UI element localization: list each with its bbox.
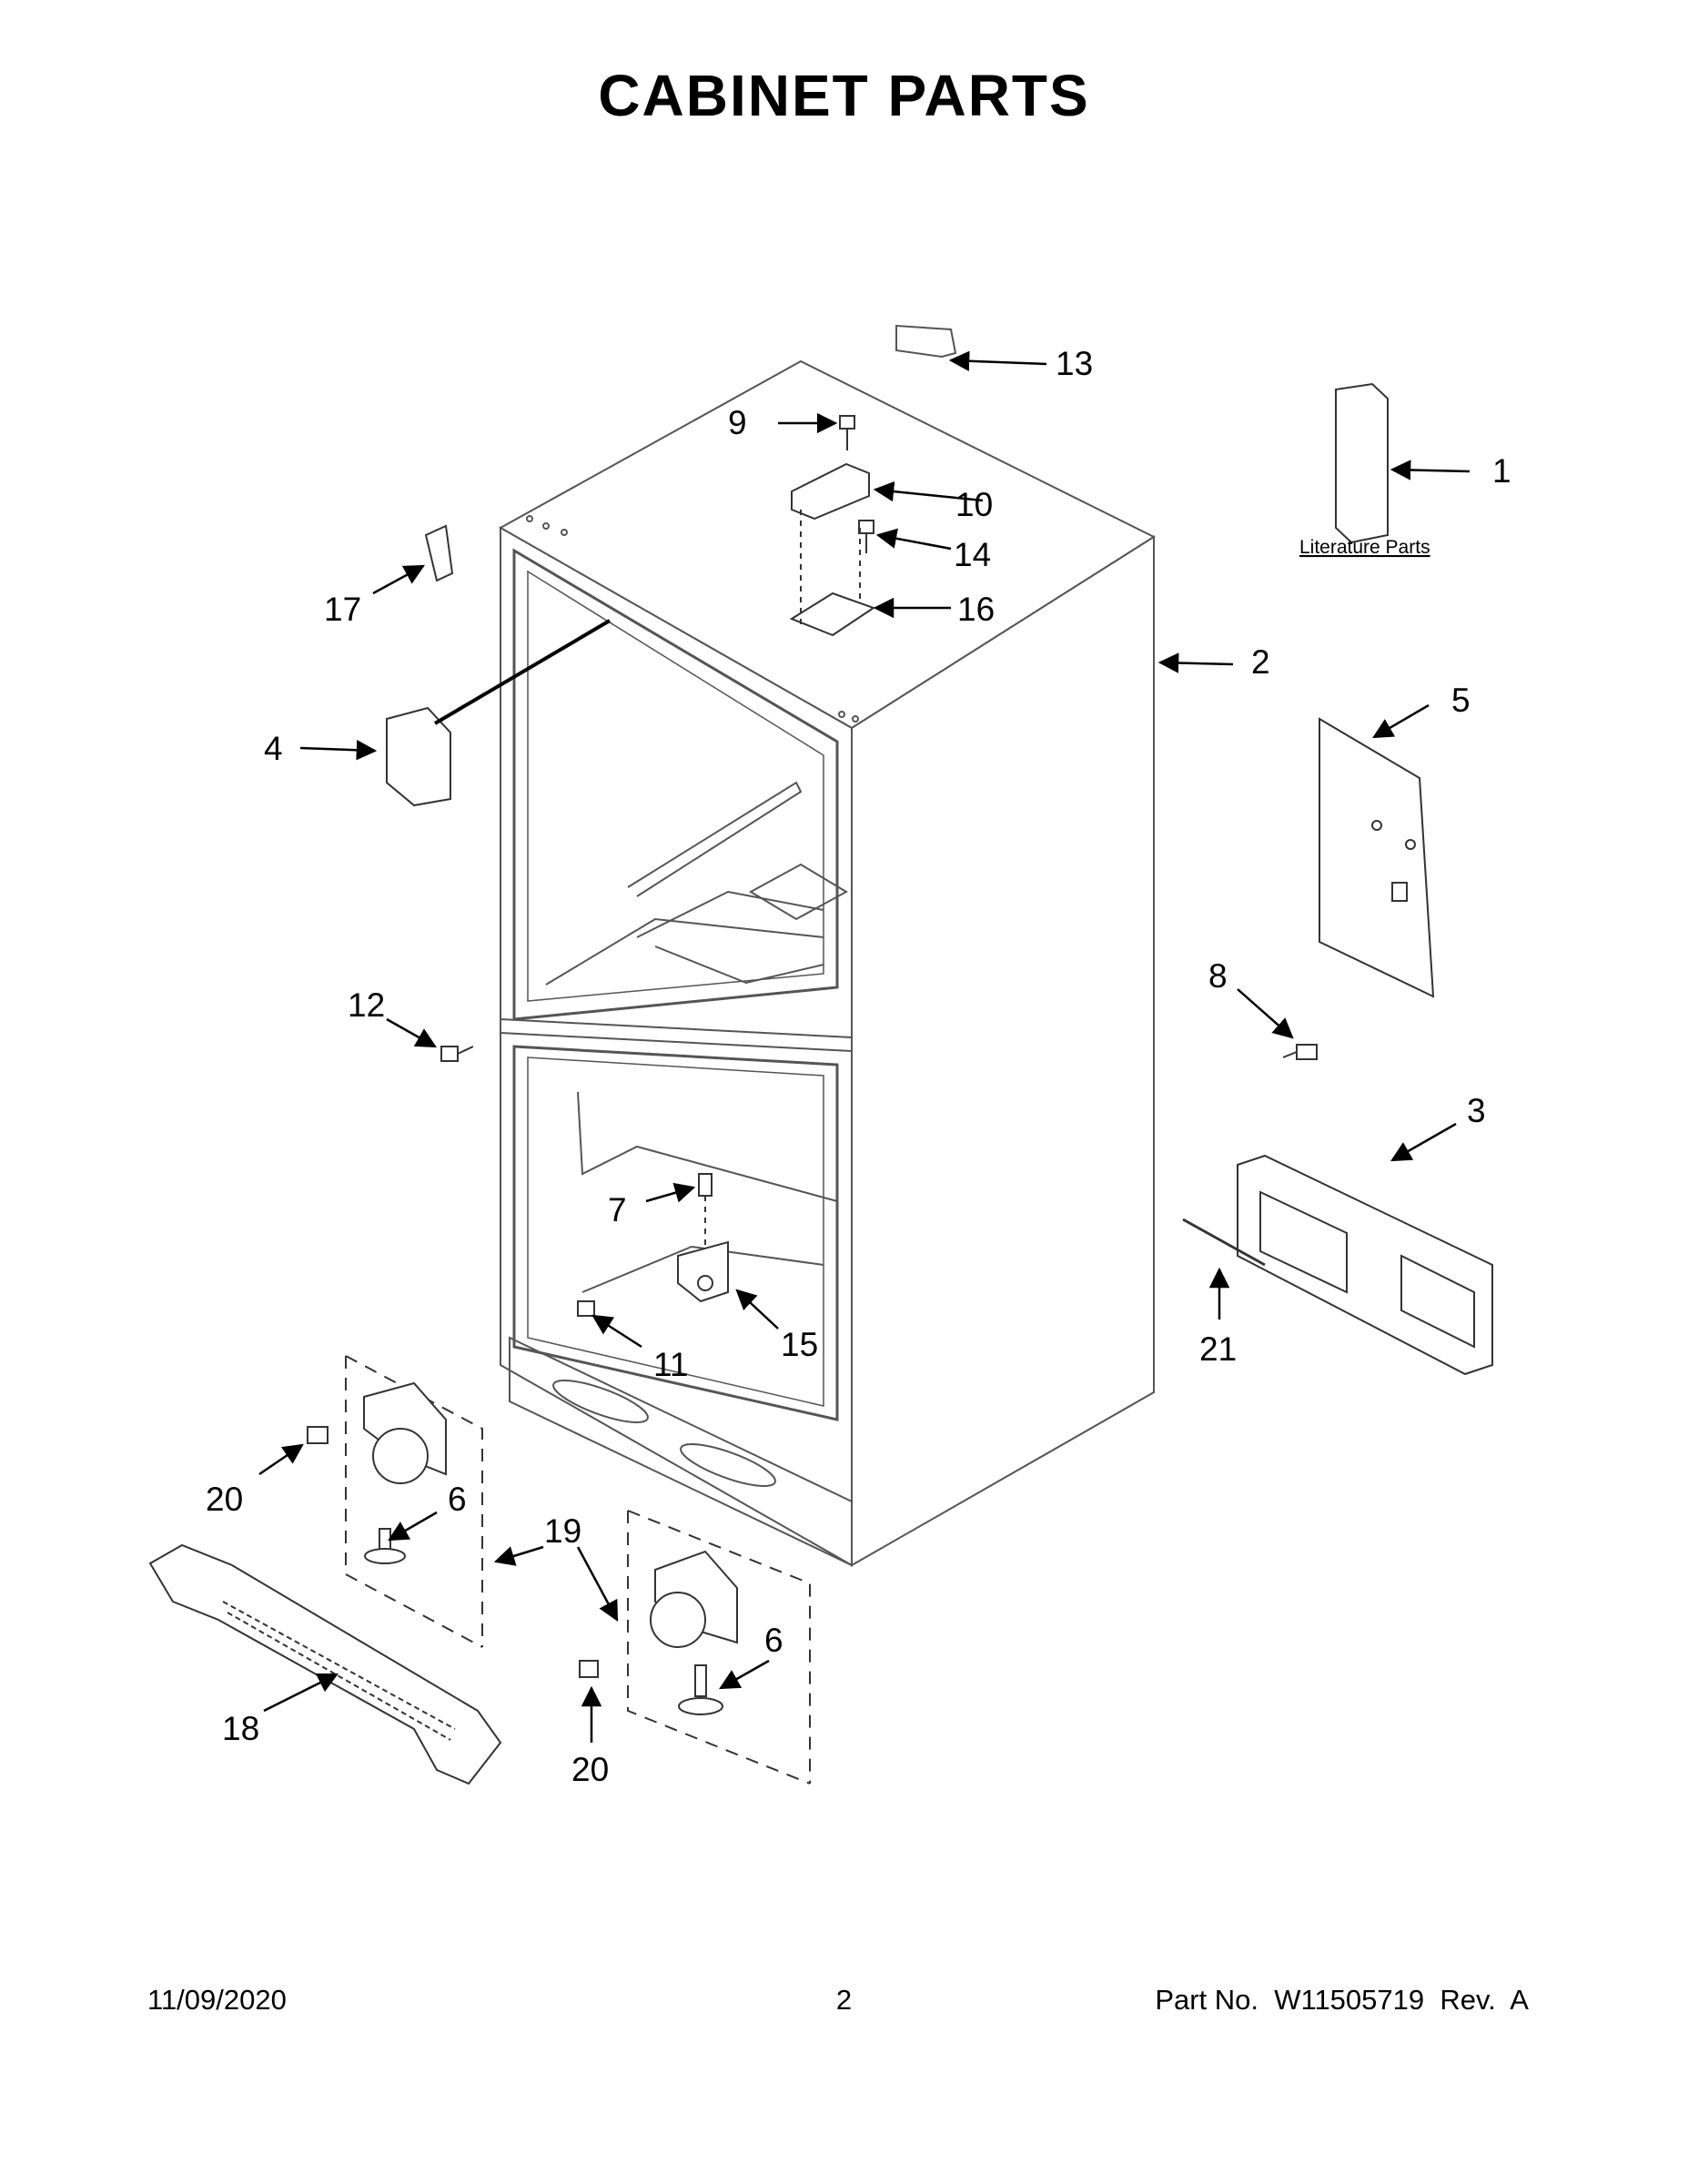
- roller-assembly-right: [579, 1510, 811, 1785]
- part-13-label-plate: [895, 324, 957, 359]
- part-21-strip: [1182, 1218, 1266, 1267]
- callout-1: 1: [1492, 452, 1511, 490]
- page-title: CABINET PARTS: [598, 63, 1090, 128]
- callout-16: 16: [957, 591, 995, 628]
- part-18-base-grille: [148, 1543, 502, 1785]
- callout-11: 11: [653, 1346, 688, 1383]
- footer-page-number: 2: [835, 1984, 853, 2016]
- callout-9: 9: [728, 404, 747, 441]
- leader-arrows: [258, 350, 1471, 1743]
- callout-18: 18: [222, 1710, 259, 1747]
- part-14-screw: [858, 520, 874, 553]
- refrigerator-cabinet: [498, 359, 1157, 1567]
- callout-3: 3: [1467, 1092, 1486, 1129]
- callout-10: 10: [955, 486, 993, 523]
- callout-6b: 6: [764, 1622, 783, 1659]
- callout-20b: 20: [571, 1751, 609, 1788]
- part-8-screw: [1282, 1044, 1318, 1060]
- literature-parts-label: Literature Parts: [1299, 537, 1430, 558]
- footer-date: 11/09/2020: [147, 1984, 287, 2016]
- part-4-bracket: [386, 619, 612, 807]
- part-12-screw: [440, 1046, 474, 1062]
- part-15-bottom-hinge: [677, 1240, 729, 1303]
- callout-21: 21: [1199, 1330, 1237, 1368]
- callout-4: 4: [264, 730, 283, 767]
- part-11-screw: [577, 1300, 595, 1317]
- part-17-clip: [424, 524, 454, 582]
- callout-5: 5: [1451, 682, 1471, 719]
- callout-8: 8: [1208, 957, 1228, 995]
- part-10-hinge-cover: [791, 462, 870, 521]
- callout-17: 17: [324, 591, 361, 628]
- roller-assembly-left: [307, 1355, 483, 1648]
- callout-12: 12: [348, 986, 385, 1024]
- callout-2: 2: [1251, 643, 1270, 681]
- part-9-screw: [839, 415, 855, 450]
- callout-14: 14: [954, 536, 991, 573]
- part-5-panel: [1319, 717, 1435, 998]
- callout-7: 7: [608, 1191, 627, 1228]
- callout-19: 19: [544, 1512, 581, 1550]
- part-1-literature: [1335, 382, 1389, 544]
- footer-part-number: Part No. W11505719 Rev. A: [1155, 1984, 1529, 2016]
- part-3-access-panel: [1237, 1154, 1493, 1376]
- callout-13: 13: [1056, 345, 1093, 382]
- callout-20a: 20: [206, 1481, 243, 1518]
- callout-6a: 6: [448, 1481, 467, 1518]
- callout-15: 15: [781, 1326, 818, 1363]
